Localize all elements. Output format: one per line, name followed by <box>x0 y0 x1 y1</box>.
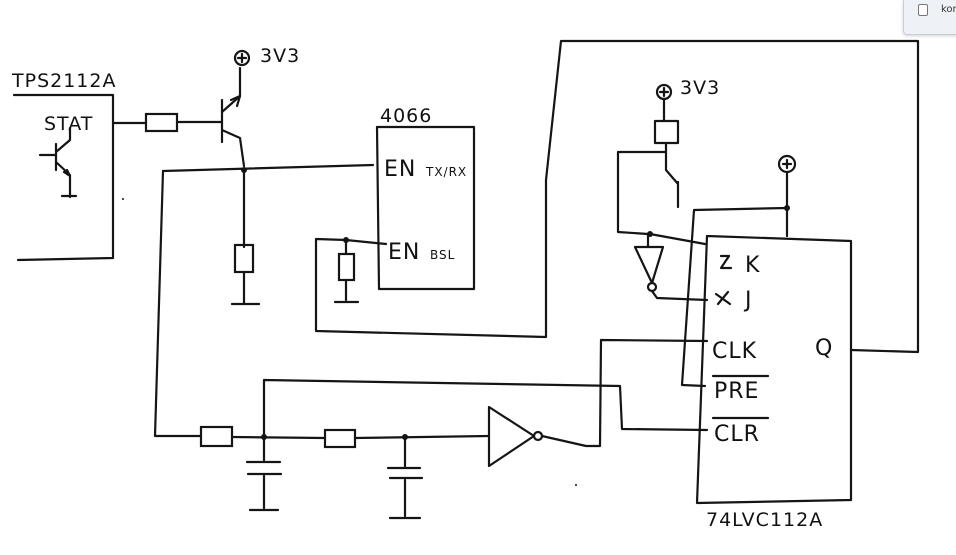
inverter-gate-2 <box>633 245 665 285</box>
flipflop-pre-label: PRE <box>714 379 759 404</box>
supply-3v3-right: 3V3 <box>655 77 720 101</box>
tps-stat-label: STAT <box>44 113 93 135</box>
corner-tab[interactable]: kor <box>903 0 956 35</box>
resistor-rc1 <box>199 425 234 448</box>
switch-chip-name: 4066 <box>380 105 432 127</box>
inverter-gate <box>487 405 544 468</box>
supply-3v3-left-label: 3V3 <box>260 45 300 67</box>
supply-3v3-left: 3V3 <box>233 45 300 67</box>
resistor-pulldown-left <box>233 243 255 274</box>
flipflop-clk-label: CLK <box>712 339 757 364</box>
flipflop-k-label: K <box>745 253 760 278</box>
flipflop-q-label: Q <box>815 336 833 361</box>
flipflop-clr-label: CLR <box>714 422 760 447</box>
pnp-transistor <box>220 66 246 168</box>
supply-vcc-right <box>777 154 797 174</box>
switch-en-txrx-sub: TX/RX <box>425 165 467 179</box>
resistor-rc2 <box>323 428 357 449</box>
switch-en-bsl-sub: BSL <box>430 248 455 262</box>
switch-en-txrx-label: EN <box>384 157 416 182</box>
database-icon <box>918 4 928 16</box>
tps-chip-name: TPS2112A <box>11 70 116 92</box>
flipflop-j-label: J <box>743 288 753 313</box>
tps-chip: TPS2112A STAT <box>11 70 116 262</box>
resistor-pulldown-bsl <box>337 252 356 282</box>
resistor-stat <box>144 112 179 133</box>
flipflop-chip: K J CLK PRE CLR Q 74LVC112A <box>695 234 853 531</box>
corner-tab-label: kor <box>941 4 956 15</box>
switch-en-bsl-label: EN <box>388 240 420 265</box>
flipflop-chip-name: 74LVC112A <box>706 509 823 531</box>
switch-chip: 4066 EN TX/RX EN BSL <box>375 105 476 291</box>
pushbutton-cap <box>653 119 680 145</box>
supply-3v3-right-label: 3V3 <box>680 77 720 99</box>
